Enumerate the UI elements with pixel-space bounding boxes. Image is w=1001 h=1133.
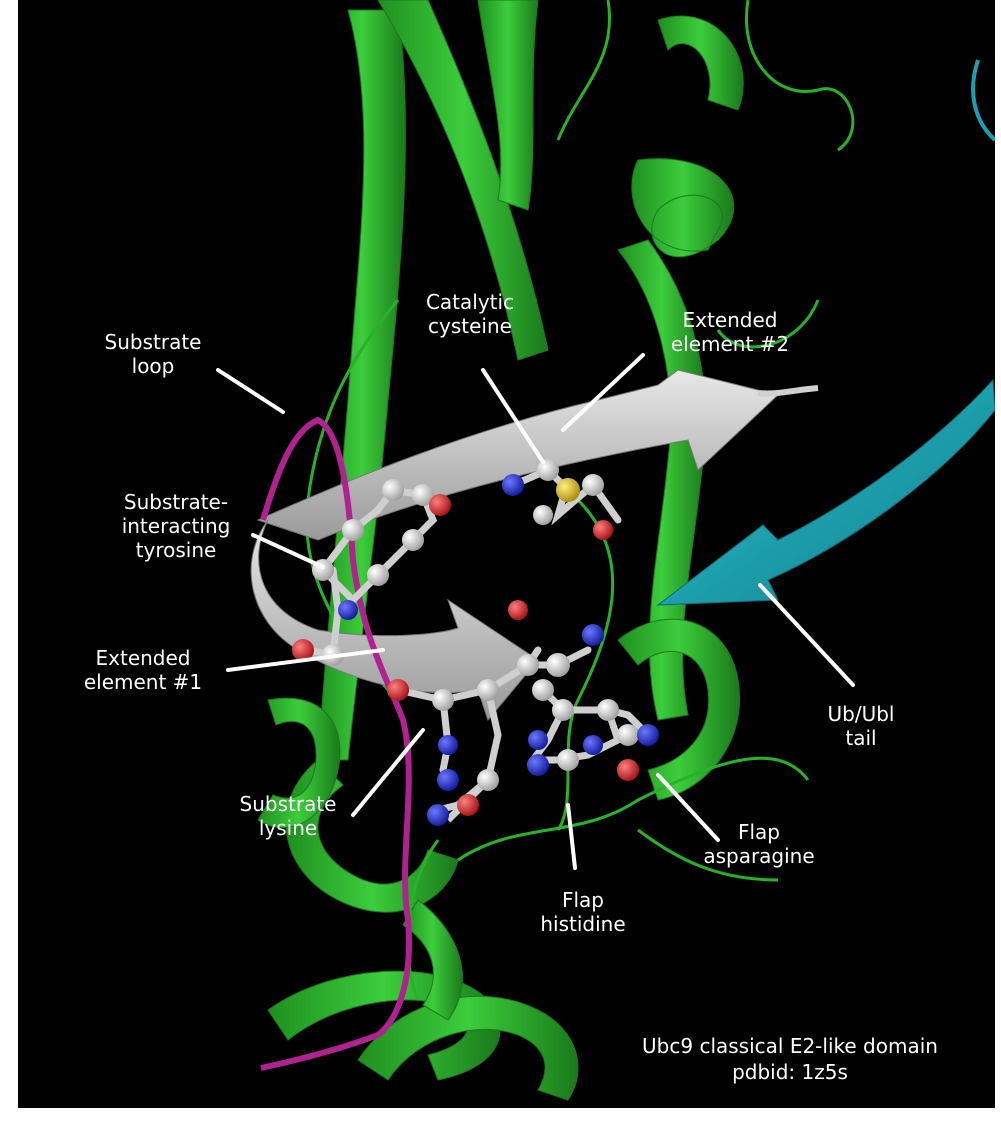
protein-ribbon bbox=[258, 0, 743, 1100]
caption-line-1: Ubc9 classical E2-like domain bbox=[642, 1033, 938, 1059]
caption-line-2: pdbid: 1z5s bbox=[642, 1059, 938, 1085]
label-flap-histidine: Flap histidine bbox=[540, 888, 625, 936]
structure-figure: Substrate loop Catalytic cysteine Extend… bbox=[18, 0, 995, 1108]
label-substrate-tyrosine: Substrate- interacting tyrosine bbox=[122, 490, 231, 562]
label-extended-element-1: Extended element #1 bbox=[84, 646, 202, 694]
figure-caption: Ubc9 classical E2-like domain pdbid: 1z5… bbox=[642, 1033, 938, 1085]
label-flap-asparagine: Flap asparagine bbox=[703, 820, 814, 868]
label-substrate-lysine: Substrate lysine bbox=[240, 792, 337, 840]
label-extended-element-2: Extended element #2 bbox=[671, 308, 789, 356]
label-catalytic-cysteine: Catalytic cysteine bbox=[426, 290, 514, 338]
label-ub-tail: Ub/Ubl tail bbox=[828, 702, 895, 750]
label-substrate-loop: Substrate loop bbox=[105, 330, 202, 378]
